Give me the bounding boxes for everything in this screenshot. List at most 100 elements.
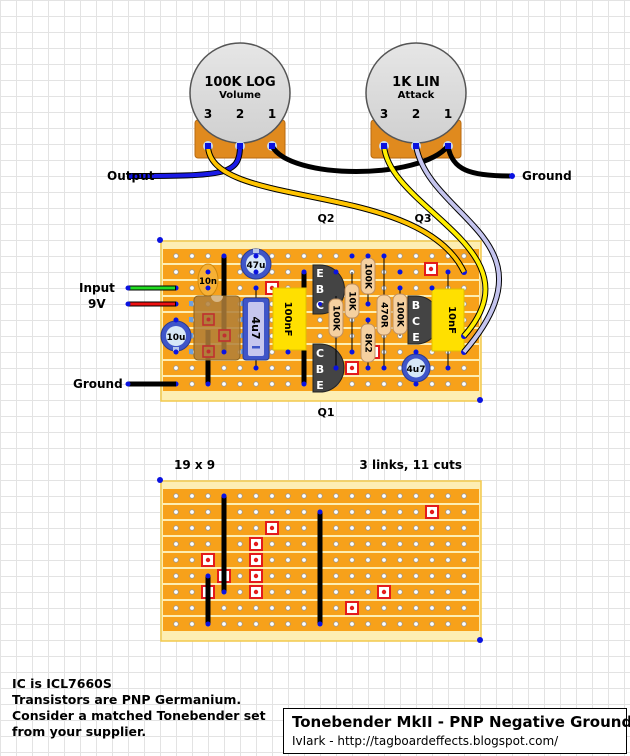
strip-hole: [173, 557, 179, 563]
capacitor-10n[interactable]: 10n: [197, 263, 219, 297]
strip-hole: [349, 589, 355, 595]
resistor-100k-c[interactable]: 100K: [392, 285, 408, 337]
strip-hole: [381, 509, 387, 515]
strip-hole: [333, 253, 339, 259]
strip-hole: [413, 525, 419, 531]
capacitor-4u7-large[interactable]: 4u7: [242, 285, 270, 371]
strip-hole: [381, 381, 387, 387]
strip-hole: [301, 525, 307, 531]
strip-hole: [397, 605, 403, 611]
strip-hole: [253, 621, 259, 627]
resistor-10k[interactable]: 10K: [344, 272, 360, 355]
strip-hole: [413, 541, 419, 547]
strip-hole: [173, 269, 179, 275]
cut-dot: [429, 509, 435, 515]
resistor-100k-b[interactable]: 100K: [360, 253, 376, 307]
strip-hole: [381, 573, 387, 579]
capacitor-47u[interactable]: 47u: [240, 248, 272, 280]
strip-hole: [237, 253, 243, 259]
strip-hole: [461, 573, 467, 579]
svg-text:E: E: [412, 331, 420, 344]
strip-hole: [285, 381, 291, 387]
strip-hole: [237, 493, 243, 499]
strip-hole: [253, 509, 259, 515]
author-credit: IvIark - http://tagboardeffects.blogspot…: [292, 734, 559, 748]
strip-hole: [285, 605, 291, 611]
strip-hole: [189, 557, 195, 563]
strip-hole: [237, 285, 243, 291]
svg-text:100K: 100K: [395, 301, 405, 328]
strip-hole: [237, 525, 243, 531]
pot-pin-label: 1: [268, 107, 276, 121]
strip-cut: [218, 329, 231, 342]
strip-hole: [333, 573, 339, 579]
strip-hole: [285, 493, 291, 499]
strip-hole: [285, 509, 291, 515]
strip-cut: [249, 585, 263, 599]
strip-hole: [173, 253, 179, 259]
strip-hole: [349, 557, 355, 563]
strip-hole: [237, 365, 243, 371]
strip-hole: [365, 493, 371, 499]
strip-hole: [173, 605, 179, 611]
resistor-470r[interactable]: 470R: [376, 253, 392, 371]
strip-hole: [397, 381, 403, 387]
board-corner-marker: [477, 637, 483, 643]
strip-hole: [269, 509, 275, 515]
label-output: Output: [107, 169, 155, 183]
svg-text:100K: 100K: [363, 263, 373, 290]
board-summary-label: 3 links, 11 cuts: [359, 458, 462, 472]
strip-hole: [461, 605, 467, 611]
strip-hole: [189, 525, 195, 531]
resistor-100k-a[interactable]: 100K: [328, 296, 344, 368]
note-line: from your supplier.: [12, 724, 147, 739]
capacitor-10u[interactable]: 10u: [160, 317, 192, 355]
strip-hole: [461, 541, 467, 547]
strip-hole: [397, 573, 403, 579]
strip-cut: [345, 361, 359, 375]
strip-hole: [365, 509, 371, 515]
svg-text:10nF: 10nF: [446, 306, 457, 334]
label-input: Input: [79, 281, 115, 295]
strip-hole: [365, 541, 371, 547]
resistor-8k2[interactable]: 8K2: [360, 317, 376, 371]
strip-hole: [333, 493, 339, 499]
strip-hole: [381, 525, 387, 531]
strip-hole: [221, 381, 227, 387]
capacitor-4u7-small[interactable]: 4u7: [401, 349, 431, 387]
strip-hole: [381, 621, 387, 627]
capacitor-100nF[interactable]: 100nF: [272, 287, 307, 355]
strip-hole: [413, 573, 419, 579]
strip-cut: [249, 537, 263, 551]
svg-text:B: B: [316, 283, 324, 296]
svg-text:100K: 100K: [331, 305, 341, 332]
capacitor-10nF[interactable]: 10nF: [431, 269, 465, 371]
strip-hole: [285, 557, 291, 563]
strip-hole: [189, 253, 195, 259]
wire-q3-attack-3: [381, 145, 489, 338]
svg-text:10u: 10u: [167, 333, 186, 343]
svg-text:47u: 47u: [247, 261, 266, 271]
link-end: [317, 509, 323, 515]
pot-volume[interactable]: 100K LOG Volume 3 2 1: [189, 42, 291, 159]
strip-hole: [301, 253, 307, 259]
strip-hole: [445, 605, 451, 611]
strip-hole: [253, 493, 259, 499]
strip-hole: [189, 381, 195, 387]
wire-ground: [125, 381, 176, 387]
svg-text:B: B: [412, 299, 420, 312]
svg-text:10n: 10n: [199, 277, 217, 287]
strip-hole: [365, 621, 371, 627]
board-corner-marker: [157, 237, 163, 243]
pot-attack[interactable]: 1K LIN Attack 3 2 1: [365, 42, 467, 159]
strip-hole: [349, 493, 355, 499]
strip-hole: [445, 589, 451, 595]
strip-hole: [413, 557, 419, 563]
pot-value: 1K LIN: [392, 75, 440, 90]
strip-hole: [189, 285, 195, 291]
strip-hole: [253, 381, 259, 387]
ic-icl7660s[interactable]: [189, 295, 245, 361]
pot-pin-label: 2: [412, 107, 420, 121]
svg-text:E: E: [316, 267, 324, 280]
strip-hole: [189, 365, 195, 371]
